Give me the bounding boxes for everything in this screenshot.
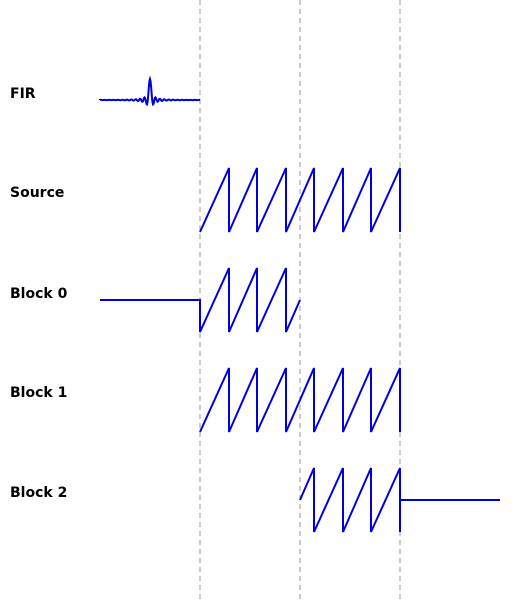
block-2-waveform [299,467,500,533]
row-label-block-0: Block 0 [10,286,68,302]
row-label-source: Source [10,185,65,201]
row-label-block-1: Block 1 [10,385,68,401]
block-1-sawtooth-waveform [199,367,401,433]
row-label-fir: FIR [10,86,36,102]
row-label-block-2: Block 2 [10,485,68,501]
fir-kernel-waveform [99,75,201,107]
block-0-waveform [100,267,301,333]
source-sawtooth-waveform [199,167,401,233]
